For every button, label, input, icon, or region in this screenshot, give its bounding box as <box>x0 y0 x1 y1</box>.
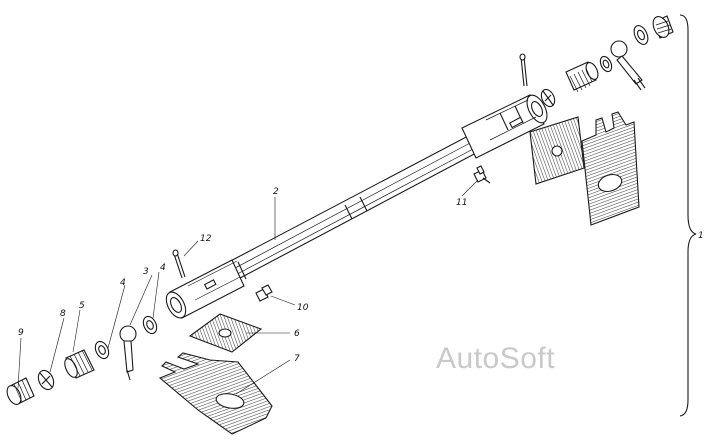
left-end-assembly <box>6 315 158 405</box>
label-part-6: 6 <box>294 329 300 339</box>
label-part-5: 5 <box>79 301 85 311</box>
label-part-4b: 4 <box>160 263 166 273</box>
label-part-10: 10 <box>297 303 309 313</box>
part-number-labels: 2 3 4 4 5 8 9 12 10 6 7 11 1 <box>18 187 704 364</box>
right-end-assembly <box>519 15 674 226</box>
grease-fitting-right <box>473 165 491 184</box>
watermark: AutoSoft <box>436 342 555 375</box>
label-part-11: 11 <box>456 198 467 208</box>
label-part-8: 8 <box>60 309 66 319</box>
label-part-2: 2 <box>273 187 279 197</box>
label-part-12: 12 <box>200 234 212 244</box>
leader-lines <box>17 179 479 395</box>
label-part-9: 9 <box>18 328 24 338</box>
assembly-brace <box>679 14 697 417</box>
grease-fitting-left <box>255 284 273 302</box>
label-part-1: 1 <box>698 231 704 241</box>
label-part-4a: 4 <box>120 278 126 288</box>
cotter-pin-left <box>172 249 186 279</box>
square-plate <box>188 313 263 353</box>
label-part-7: 7 <box>294 354 300 364</box>
label-part-3: 3 <box>143 267 149 277</box>
forked-plate <box>158 352 273 435</box>
tie-rod-tube <box>165 94 548 319</box>
